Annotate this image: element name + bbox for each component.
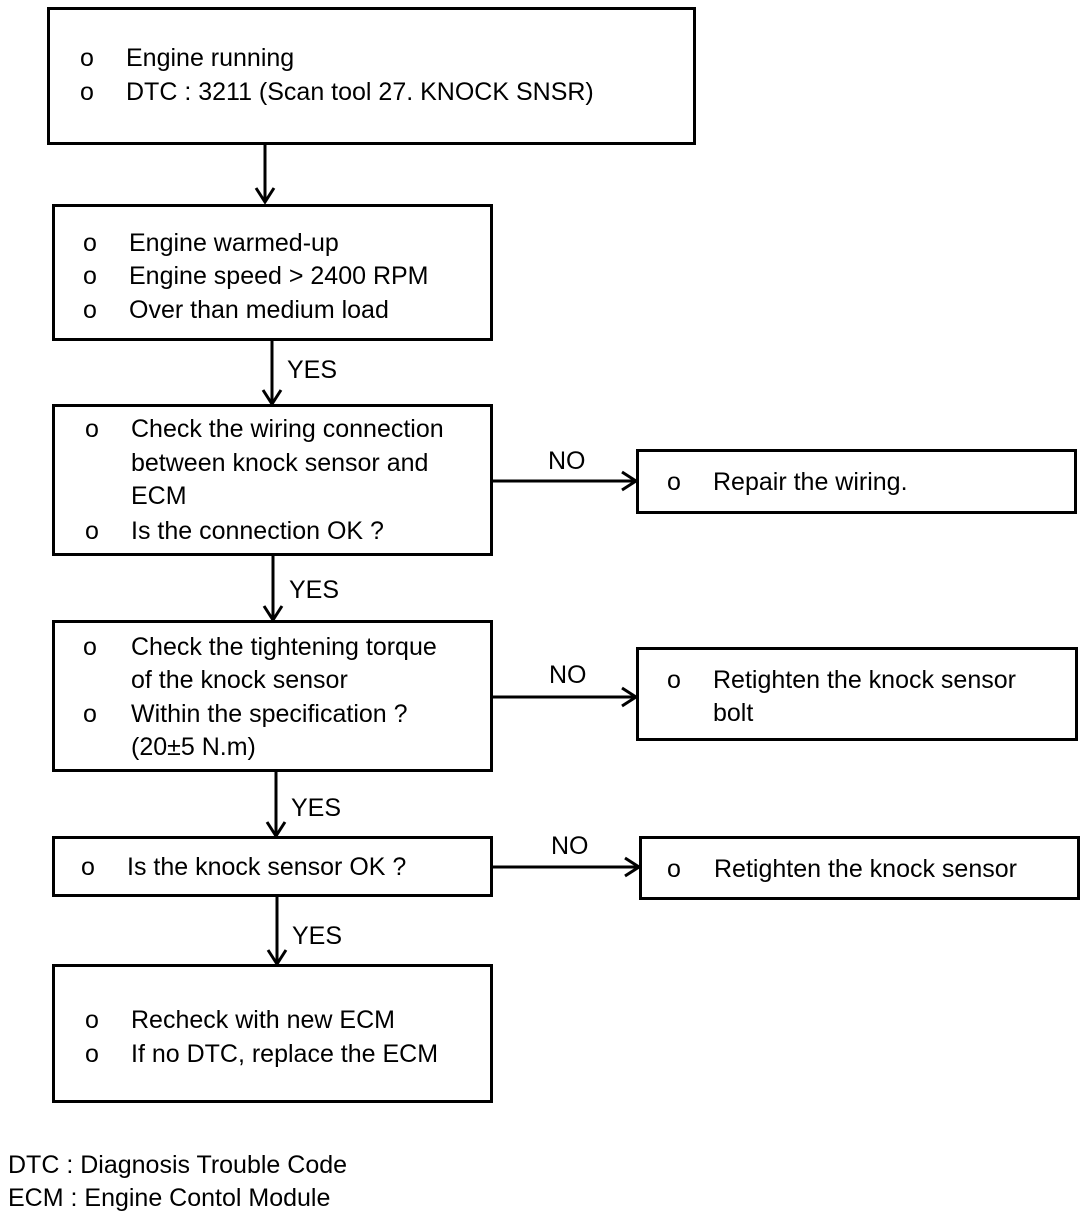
- start-box: o Engine running o DTC : 3211 (Scan tool…: [47, 7, 696, 145]
- box-item: Engine warmed-up: [129, 229, 339, 257]
- conditions-box: o Engine warmed-up o Engine speed > 2400…: [52, 204, 493, 341]
- box-item: DTC : 3211 (Scan tool 27. KNOCK SNSR): [126, 78, 594, 106]
- bullet-marker: o: [85, 1006, 99, 1034]
- box-item: Is the connection OK ?: [131, 517, 384, 545]
- box-item: Recheck with new ECM: [131, 1006, 395, 1034]
- no-label: NO: [551, 832, 589, 860]
- box-item: Engine running: [126, 44, 295, 72]
- retighten-bolt-box: o Retighten the knock sensor bolt: [636, 647, 1078, 741]
- box-item: Retighten the knock sensor: [714, 855, 1017, 883]
- check-torque-box: o Check the tightening torque of the kno…: [52, 620, 493, 772]
- box-item: Repair the wiring.: [713, 468, 908, 496]
- box-item: Over than medium load: [129, 296, 389, 324]
- sensor-ok-box: o Is the knock sensor OK ?: [52, 836, 493, 897]
- bullet-marker: o: [80, 78, 94, 106]
- bullet-marker: o: [83, 262, 97, 290]
- yes-label: YES: [287, 356, 338, 384]
- legend-ecm: ECM : Engine Contol Module: [8, 1184, 331, 1212]
- bullet-marker: o: [83, 633, 97, 661]
- box-item: Engine speed > 2400 RPM: [129, 262, 429, 290]
- retighten-sensor-box: o Retighten the knock sensor: [639, 836, 1080, 900]
- box-item: between knock sensor and: [131, 449, 429, 477]
- legend-dtc: DTC : Diagnosis Trouble Code: [8, 1151, 348, 1179]
- bullet-marker: o: [85, 517, 99, 545]
- yes-label: YES: [289, 576, 340, 604]
- no-label: NO: [549, 661, 587, 689]
- bullet-marker: o: [85, 1040, 99, 1068]
- box-item: Check the tightening torque: [131, 633, 437, 661]
- box-item: Retighten the knock sensor: [713, 666, 1016, 694]
- box-item: Check the wiring connection: [131, 415, 444, 443]
- box-item: (20±5 N.m): [131, 733, 256, 761]
- recheck-box: o Recheck with new ECM o If no DTC, repl…: [52, 964, 493, 1103]
- arrowhead-down: [254, 187, 276, 205]
- repair-wiring-box: o Repair the wiring.: [636, 449, 1077, 514]
- bullet-marker: o: [667, 468, 681, 496]
- bullet-marker: o: [83, 296, 97, 324]
- bullet-marker: o: [83, 229, 97, 257]
- no-label: NO: [548, 447, 586, 475]
- box-item: If no DTC, replace the ECM: [131, 1040, 439, 1068]
- bullet-marker: o: [85, 415, 99, 443]
- check-wiring-box: o Check the wiring connection between kn…: [52, 404, 493, 556]
- box-item: ECM: [131, 482, 187, 510]
- bullet-marker: o: [80, 44, 94, 72]
- box-item: of the knock sensor: [131, 666, 348, 694]
- bullet-marker: o: [81, 853, 95, 881]
- yes-label: YES: [292, 922, 343, 950]
- bullet-marker: o: [667, 855, 681, 883]
- yes-label: YES: [291, 794, 342, 822]
- bullet-marker: o: [83, 700, 97, 728]
- box-item: Is the knock sensor OK ?: [127, 853, 407, 881]
- bullet-marker: o: [667, 666, 681, 694]
- box-item: bolt: [713, 699, 754, 727]
- box-item: Within the specification ?: [131, 700, 408, 728]
